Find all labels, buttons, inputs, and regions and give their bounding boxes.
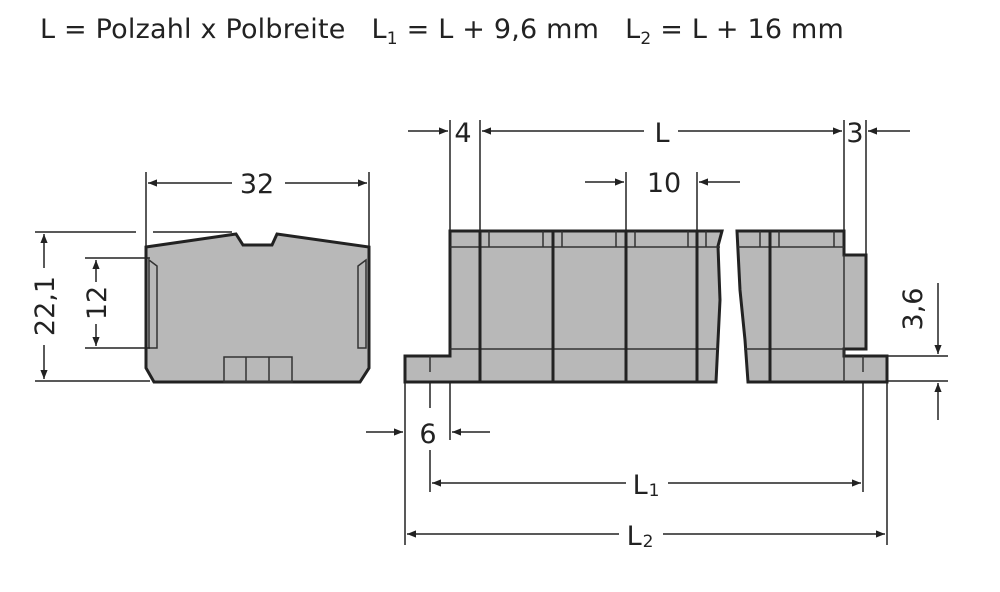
side-bottom-latch bbox=[223, 356, 293, 383]
dim-foot-offset: 6 bbox=[419, 419, 436, 450]
side-right-slot bbox=[357, 258, 367, 349]
formula-header: L = Polzahl x Polbreite L1 = L + 9,6 mm L2… bbox=[40, 14, 844, 49]
dim-side-width: 32 bbox=[240, 169, 274, 200]
dim-side-height: 22,1 bbox=[30, 276, 61, 336]
side-left-slot bbox=[148, 258, 158, 349]
formula-l1: L1 = L + 9,6 mm bbox=[371, 14, 600, 49]
dim-foot-height: 3,6 bbox=[898, 288, 929, 331]
side-view-body bbox=[144, 232, 371, 384]
dim-end-offset-left: 4 bbox=[454, 118, 471, 149]
dim-l2: L2 bbox=[627, 521, 654, 552]
dim-l1: L1 bbox=[633, 470, 660, 501]
formula-l2: L2 = L + 16 mm bbox=[625, 14, 845, 49]
front-right-section bbox=[735, 229, 889, 384]
dim-side-inner-height: 12 bbox=[82, 286, 113, 320]
dim-end-offset-right: 3 bbox=[846, 118, 863, 149]
front-view: 4 L 3 10 3,6 6 L1 L2 bbox=[366, 118, 948, 552]
front-left-section bbox=[403, 229, 724, 384]
dim-pitch: 10 bbox=[647, 168, 681, 199]
side-view: 32 22,1 12 bbox=[30, 169, 371, 384]
dim-length: L bbox=[654, 118, 669, 149]
formula-l-definition: L = Polzahl x Polbreite bbox=[40, 14, 346, 45]
